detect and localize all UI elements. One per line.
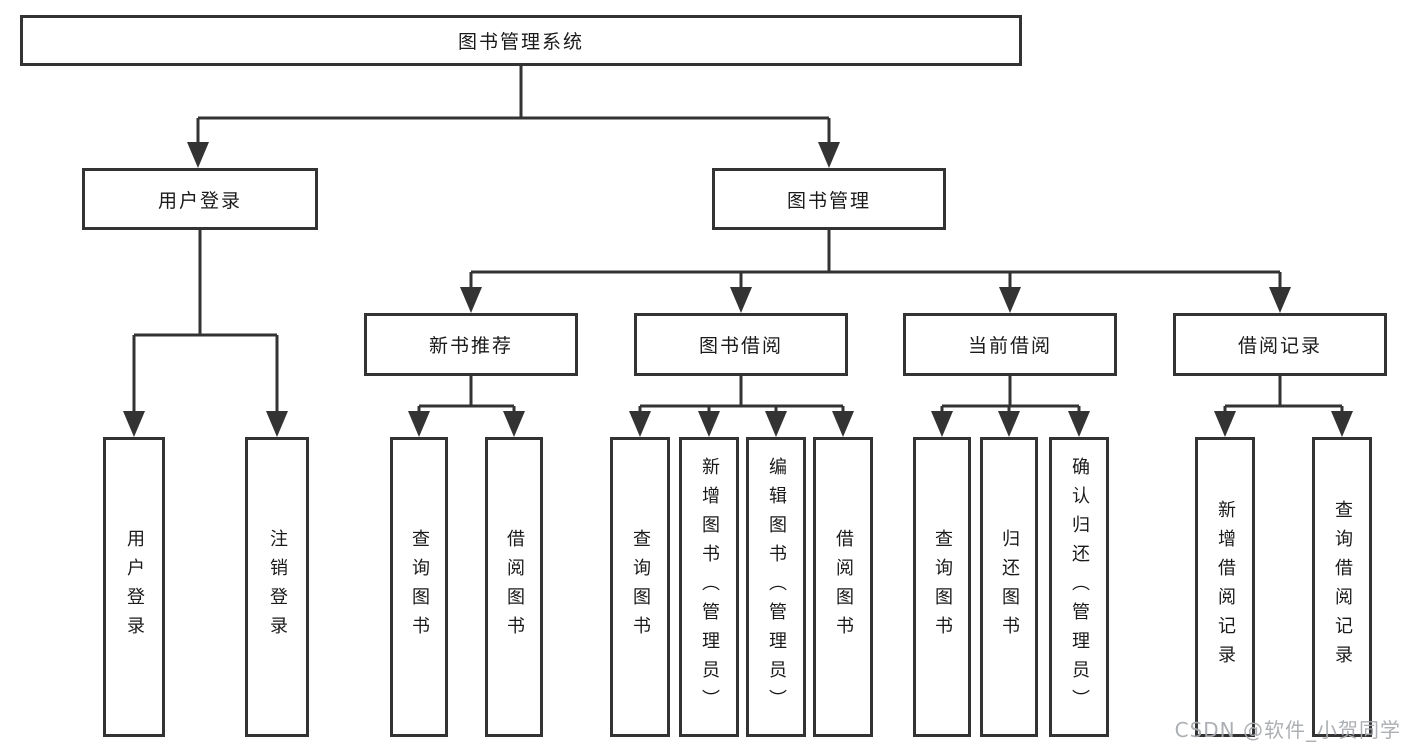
leaf-confirm-return-admin: 确认归还（管理员） (1049, 437, 1109, 737)
node-label: 确认归还（管理员） (1069, 456, 1090, 718)
node-label: 用户登录 (157, 189, 242, 212)
node-label: 借阅图书 (504, 529, 525, 645)
node-label: 图书管理系统 (457, 31, 584, 53)
node-label: 查询图书 (630, 529, 651, 645)
csdn-watermark: CSDN @软件_小贺同学 (1174, 718, 1401, 742)
leaf-borrow-books: 借阅图书 (485, 437, 543, 737)
leaf-query-books: 查询图书 (610, 437, 670, 737)
node-label: 新增图书（管理员） (699, 456, 720, 718)
leaf-logout: 注销登录 (245, 437, 309, 737)
node-library-management-system: 图书管理系统 (20, 15, 1022, 66)
node-current-borrow: 当前借阅 (903, 313, 1117, 376)
node-label: 归还图书 (999, 529, 1020, 645)
node-label: 编辑图书（管理员） (766, 456, 787, 718)
leaf-borrow-books: 借阅图书 (813, 437, 873, 737)
node-label: 查询借阅记录 (1332, 500, 1353, 674)
node-label: 用户登录 (124, 529, 145, 645)
leaf-add-books-admin: 新增图书（管理员） (679, 437, 739, 737)
node-label: 图书管理 (786, 189, 871, 212)
node-book-borrow: 图书借阅 (634, 313, 848, 376)
leaf-return-books: 归还图书 (980, 437, 1038, 737)
node-label: 借阅图书 (833, 529, 854, 645)
connector-paths (132, 66, 1344, 419)
leaf-query-borrow-record: 查询借阅记录 (1312, 437, 1372, 737)
node-book-management: 图书管理 (712, 168, 946, 230)
node-label: 当前借阅 (967, 335, 1052, 357)
leaf-query-books: 查询图书 (913, 437, 971, 737)
node-label: 新增借阅记录 (1215, 500, 1236, 674)
leaf-add-borrow-record: 新增借阅记录 (1195, 437, 1255, 737)
node-label: 借阅记录 (1237, 335, 1322, 357)
node-label: 查询图书 (409, 529, 430, 645)
node-user-login: 用户登录 (82, 168, 318, 230)
leaf-query-books: 查询图书 (390, 437, 448, 737)
node-borrow-records: 借阅记录 (1173, 313, 1387, 376)
node-label: 查询图书 (932, 529, 953, 645)
node-new-book-recommend: 新书推荐 (364, 313, 578, 376)
node-label: 图书借阅 (698, 335, 783, 357)
leaf-user-login: 用户登录 (103, 437, 165, 737)
leaf-edit-books-admin: 编辑图书（管理员） (746, 437, 806, 737)
node-label: 新书推荐 (428, 335, 513, 357)
arrowheads (123, 142, 1353, 437)
node-label: 注销登录 (267, 529, 288, 645)
